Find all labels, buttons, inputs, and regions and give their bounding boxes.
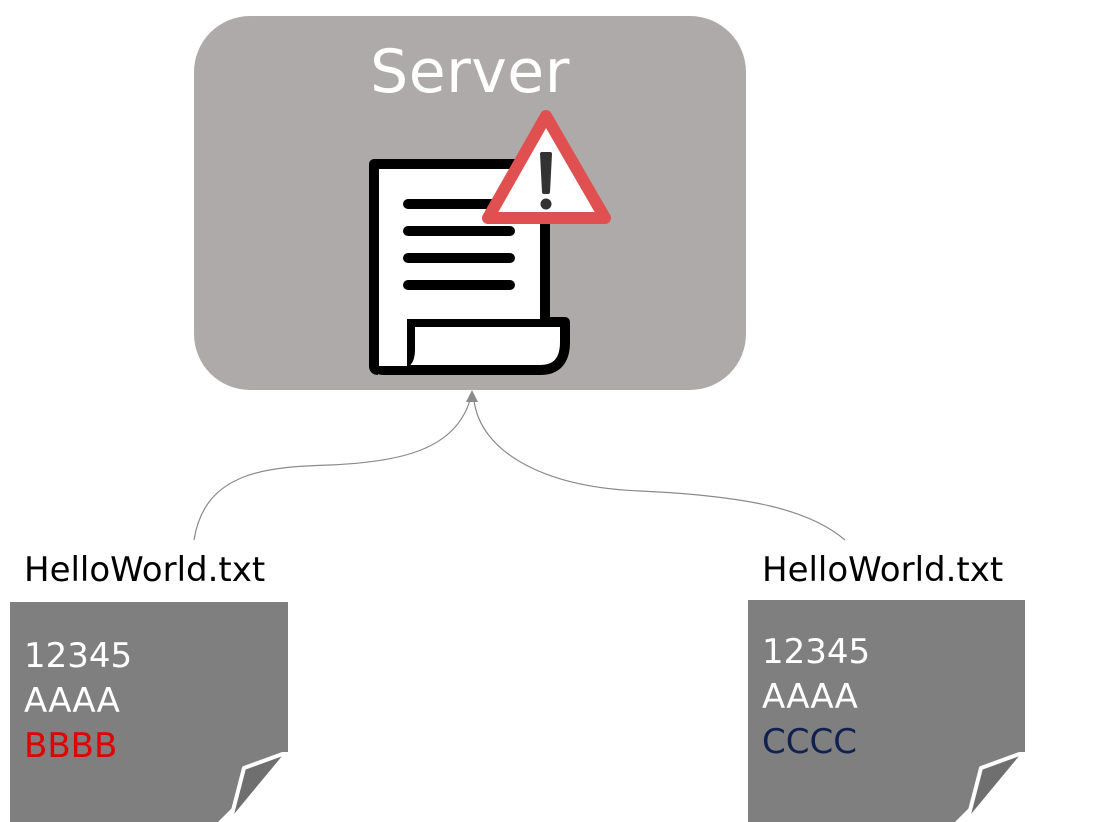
file-name-right: HelloWorld.txt: [762, 550, 1004, 590]
server-title: Server: [370, 37, 570, 107]
document-warning-icon: [369, 110, 611, 375]
file-line: AAAA: [762, 677, 858, 717]
connector-left: [193, 399, 471, 541]
page-fold-icon: [955, 752, 1025, 822]
connector-arrowhead: [466, 390, 478, 402]
warning-icon: [482, 110, 611, 224]
file-name-left: HelloWorld.txt: [24, 550, 266, 590]
file-line: CCCC: [762, 722, 857, 762]
page-fold-icon: [218, 752, 288, 822]
file-line: 12345: [24, 636, 133, 676]
connector-right: [473, 399, 846, 541]
file-line: 12345: [762, 632, 871, 672]
server-box: Server: [194, 16, 746, 390]
file-line: AAAA: [24, 681, 120, 721]
file-note-right: 12345 AAAA CCCC: [748, 600, 1025, 822]
file-note-left: 12345 AAAA BBBB: [10, 602, 288, 822]
file-line: BBBB: [24, 726, 118, 766]
